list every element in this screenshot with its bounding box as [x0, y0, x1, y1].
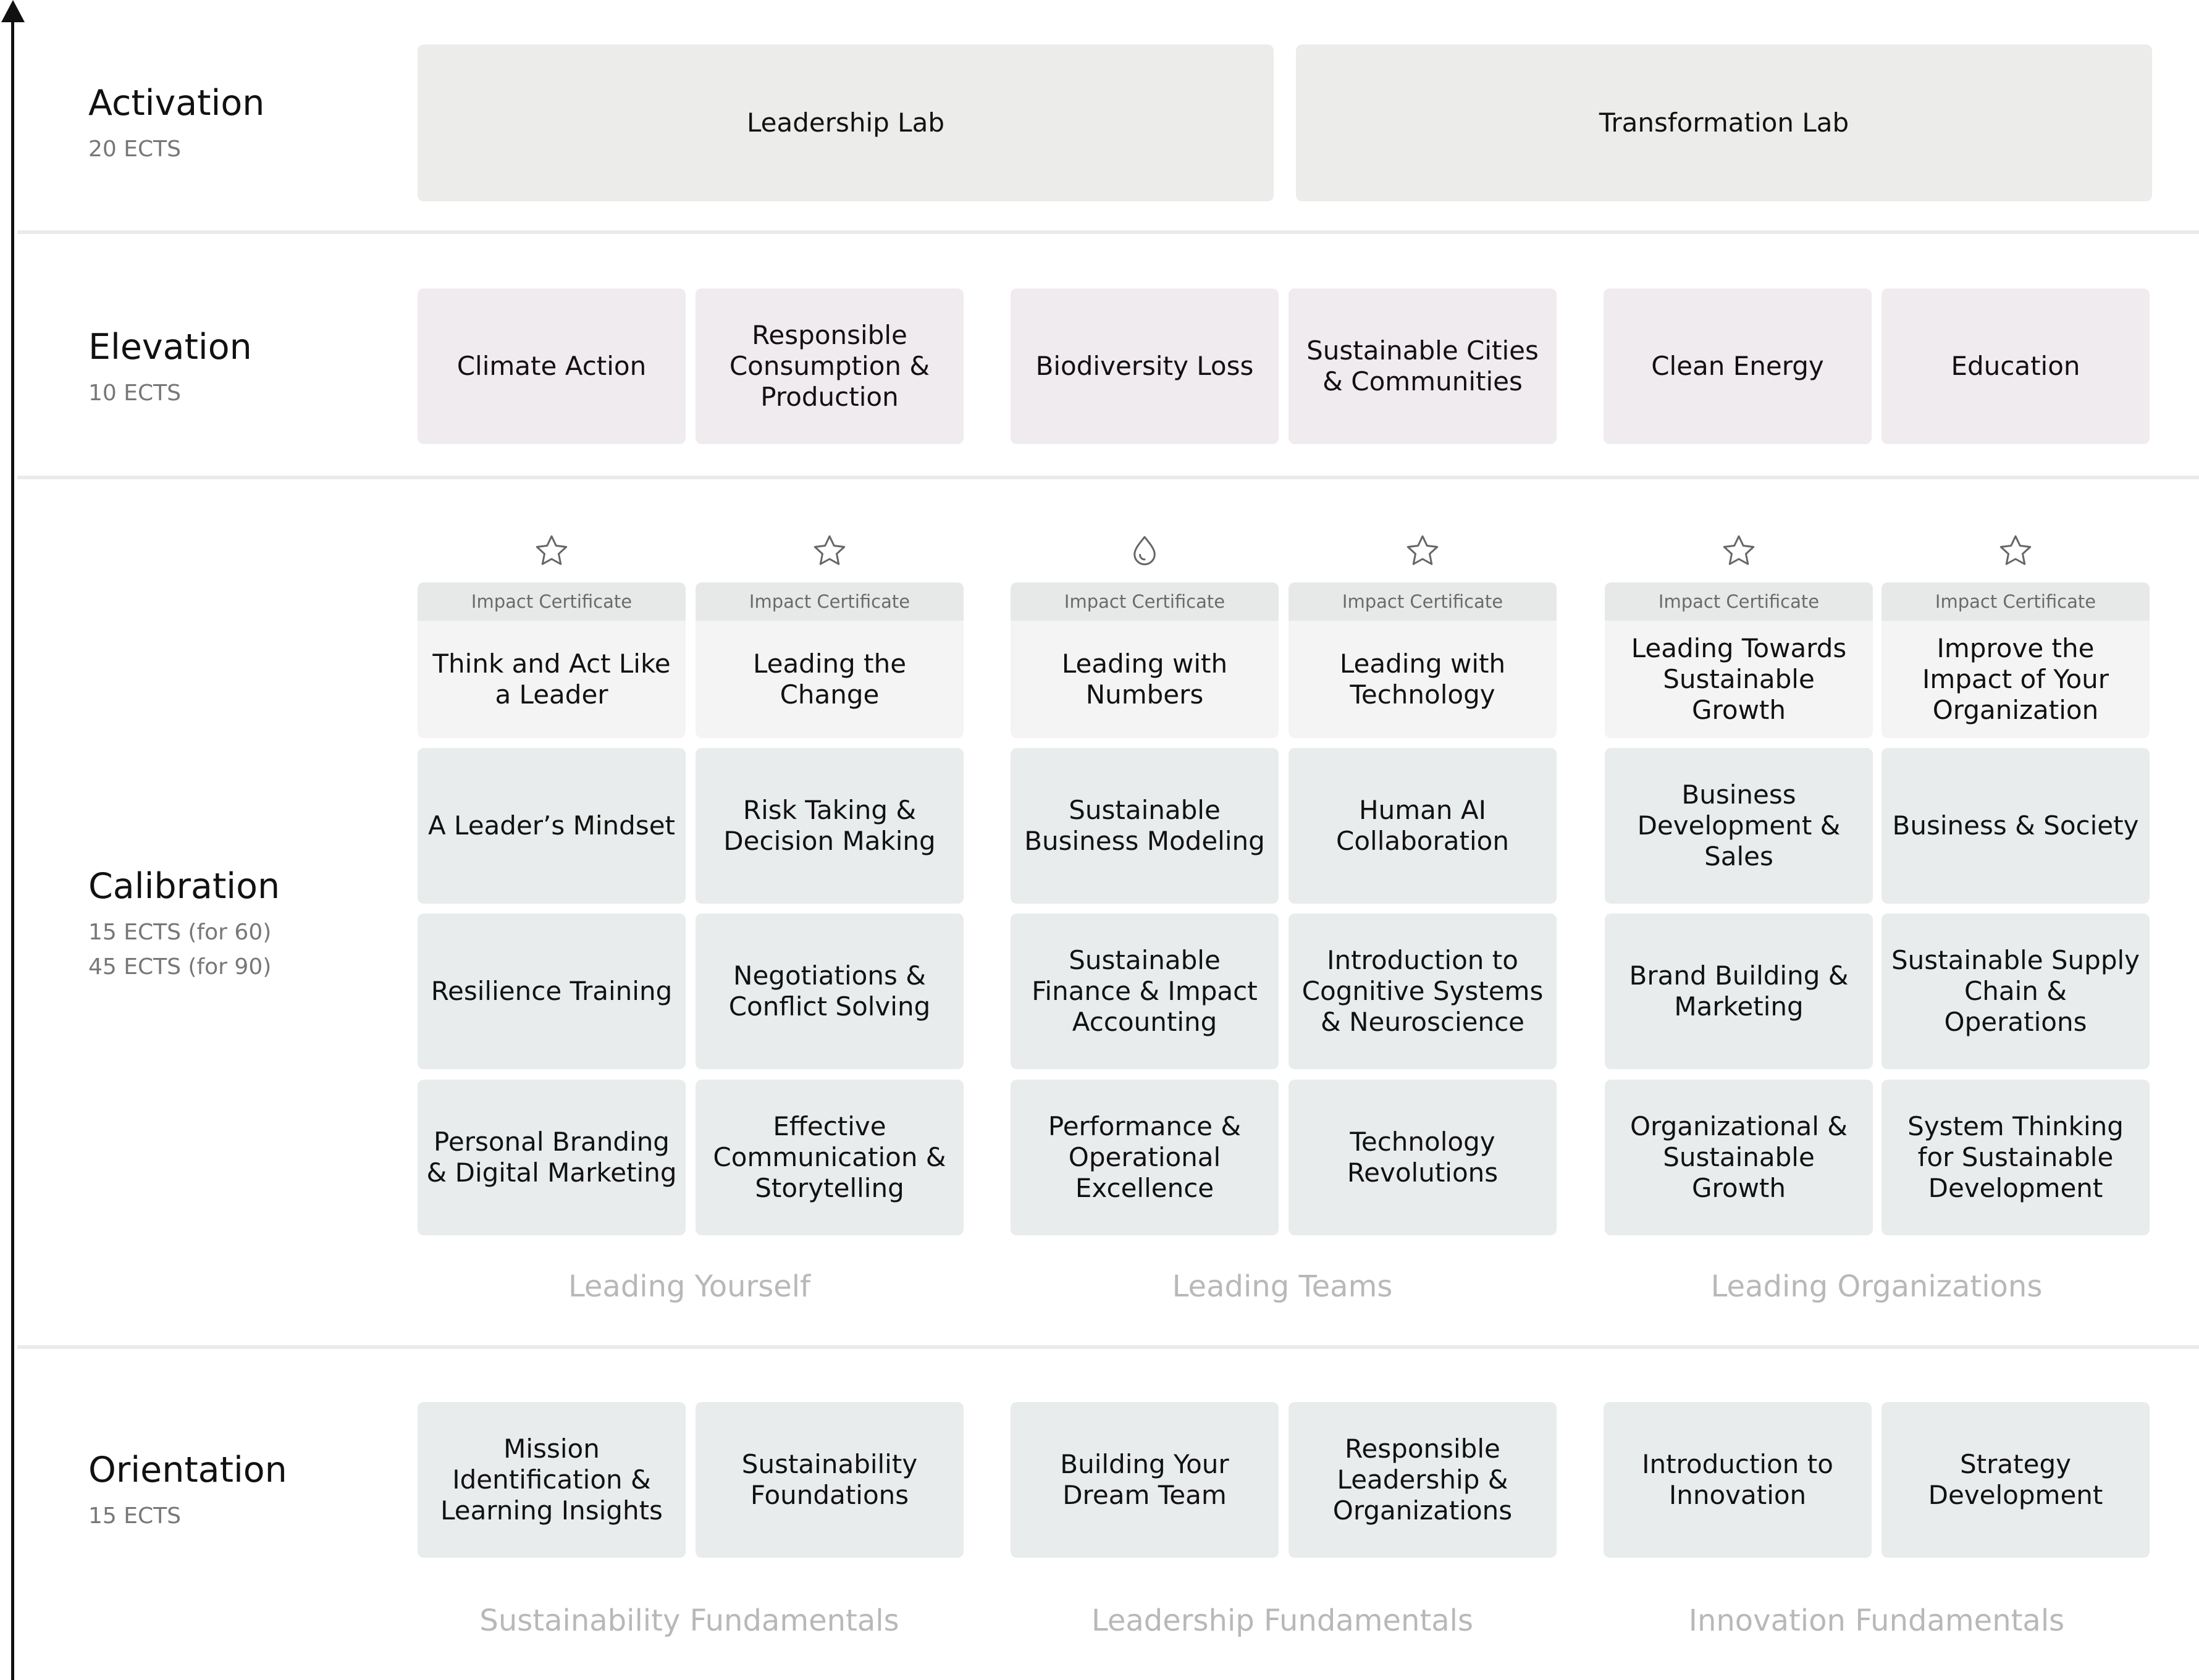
row-label-activation: Activation 20 ECTS	[88, 83, 264, 167]
star-icon	[1999, 535, 2032, 565]
drop-icon	[1133, 536, 1156, 566]
row-ects: 15 ECTS	[88, 1503, 181, 1529]
impact-certificate: Impact Certificate Improve the Impact of…	[1882, 582, 2150, 738]
star-icon	[536, 535, 568, 565]
impact-certificate: Impact Certificate Leading the Change	[696, 582, 964, 738]
calibration-module: Business & Society	[1882, 748, 2150, 904]
certificate-title: Improve the Impact of Your Organization	[1922, 633, 2109, 725]
calibration-module: Risk Taking & Decision Making	[696, 748, 964, 904]
elevation-module: Responsible Consumption & Production	[696, 288, 964, 444]
calibration-module: System Thinking for Sustainable Developm…	[1882, 1080, 2150, 1235]
star-icon	[1406, 535, 1439, 565]
certificate-label: Impact Certificate	[1882, 582, 2150, 621]
calibration-module: Negotiations & Conflict Solving	[696, 914, 964, 1069]
axis-arrow-icon	[1, 0, 25, 22]
calibration-module: A Leader’s Mindset	[418, 748, 686, 904]
orientation-module: Building Your Dream Team	[1011, 1402, 1279, 1558]
row-ects: 20 ECTS	[88, 136, 181, 162]
row-title: Activation	[88, 83, 265, 124]
orientation-module: Introduction to Innovation	[1604, 1402, 1872, 1558]
group-label: Leading Organizations	[1710, 1269, 2043, 1304]
certificate-title: Leading the Change	[752, 649, 907, 710]
certificate-title: Leading with Technology	[1339, 649, 1506, 710]
calibration-module: Performance & Operational Excellence	[1011, 1080, 1279, 1235]
certificate-label: Impact Certificate	[1011, 582, 1279, 621]
row-label-orientation: Orientation 15 ECTS	[88, 1450, 287, 1534]
elevation-module: Education	[1882, 288, 2150, 444]
orientation-module: Responsible Leadership & Organizations	[1289, 1402, 1557, 1558]
lab-transformation: Transformation Lab	[1296, 44, 2152, 201]
group-label: Sustainability Fundamentals	[479, 1603, 899, 1638]
elevation-module: Clean Energy	[1604, 288, 1872, 444]
row-divider	[17, 230, 2199, 234]
certificate-label: Impact Certificate	[1605, 582, 1873, 621]
calibration-module: Business Development & Sales	[1605, 748, 1873, 904]
row-label-elevation: Elevation 10 ECTS	[88, 327, 252, 411]
row-divider	[17, 1345, 2199, 1349]
calibration-module: Brand Building & Marketing	[1605, 914, 1873, 1069]
orientation-module: Sustainability Foundations	[696, 1402, 964, 1558]
calibration-module: Effective Communication & Storytelling	[696, 1080, 964, 1235]
calibration-module: Sustainable Business Modeling	[1011, 748, 1279, 904]
certificate-title: Leading Towards Sustainable Growth	[1631, 633, 1847, 725]
row-label-calibration: Calibration 15 ECTS (for 60) 45 ECTS (fo…	[88, 866, 280, 985]
calibration-module: Personal Branding & Digital Marketing	[418, 1080, 686, 1235]
calibration-module: Sustainable Finance & Impact Accounting	[1011, 914, 1279, 1069]
elevation-module: Sustainable Cities & Communities	[1289, 288, 1557, 444]
orientation-module: Mission Identification & Learning Insigh…	[418, 1402, 686, 1558]
row-ects: 10 ECTS	[88, 380, 181, 406]
group-label: Leadership Fundamentals	[1091, 1603, 1474, 1638]
elevation-module: Climate Action	[418, 288, 686, 444]
progression-axis	[11, 19, 14, 1680]
calibration-module: Technology Revolutions	[1289, 1080, 1557, 1235]
calibration-module: Organizational & Sustainable Growth	[1605, 1080, 1873, 1235]
row-ects: 15 ECTS (for 60) 45 ECTS (for 90)	[88, 920, 272, 980]
certificate-title: Think and Act Like a Leader	[432, 649, 671, 710]
group-label: Leading Teams	[1172, 1269, 1393, 1304]
impact-certificate: Impact Certificate Leading with Numbers	[1011, 582, 1279, 738]
impact-certificate: Impact Certificate Leading Towards Susta…	[1605, 582, 1873, 738]
certificate-label: Impact Certificate	[418, 582, 686, 621]
calibration-module: Human AI Collaboration	[1289, 748, 1557, 904]
orientation-module: Strategy Development	[1882, 1402, 2150, 1558]
elevation-module: Biodiversity Loss	[1011, 288, 1279, 444]
calibration-module: Sustainable Supply Chain & Operations	[1882, 914, 2150, 1069]
row-title: Orientation	[88, 1450, 287, 1490]
certificate-label: Impact Certificate	[696, 582, 964, 621]
group-label: Leading Yourself	[568, 1269, 811, 1304]
lab-leadership: Leadership Lab	[418, 44, 1274, 201]
row-title: Elevation	[88, 327, 252, 368]
impact-certificate: Impact Certificate Think and Act Like a …	[418, 582, 686, 738]
certificate-label: Impact Certificate	[1289, 582, 1557, 621]
certificate-title: Leading with Numbers	[1061, 649, 1228, 710]
star-icon	[814, 535, 846, 565]
calibration-module: Resilience Training	[418, 914, 686, 1069]
row-divider	[17, 476, 2199, 479]
calibration-module: Introduction to Cognitive Systems & Neur…	[1289, 914, 1557, 1069]
group-label: Innovation Fundamentals	[1688, 1603, 2065, 1638]
star-icon	[1723, 535, 1755, 565]
row-title: Calibration	[88, 866, 280, 907]
impact-certificate: Impact Certificate Leading with Technolo…	[1289, 582, 1557, 738]
